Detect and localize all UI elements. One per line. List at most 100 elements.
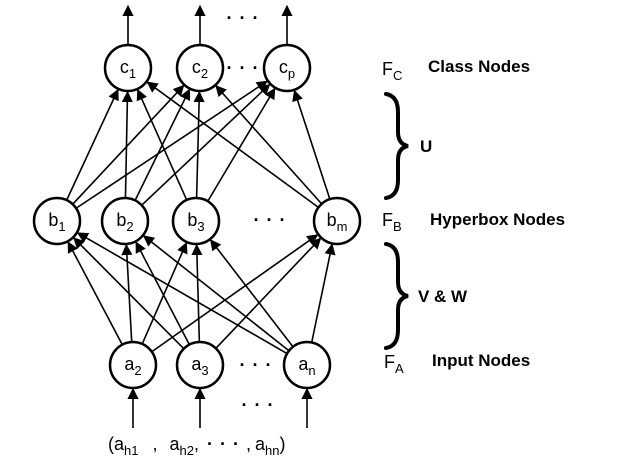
edge-a2-b4 — [215, 237, 322, 349]
edge-b1-c1 — [65, 88, 119, 201]
node-subscript: 2 — [126, 219, 133, 234]
node-label: b — [327, 210, 337, 230]
node-label: b — [187, 210, 197, 230]
edge-a3-b3 — [209, 239, 294, 348]
layer-symbol: F — [382, 59, 393, 79]
input-vector-ellipsis: · · · — [207, 434, 240, 454]
output-arrows — [122, 4, 293, 45]
edge-b4-c3 — [292, 89, 331, 200]
layer-name: Class Nodes — [428, 57, 530, 76]
edge-b2-c1 — [121, 90, 133, 199]
input-node-an: an — [282, 340, 332, 390]
svg-text:an: an — [298, 354, 315, 378]
edge-a1-b3 — [141, 241, 188, 345]
edge-a2-b1 — [73, 237, 185, 350]
input-layer-ellipsis: · · · — [240, 355, 273, 375]
input-vector-sep-2: , — [194, 434, 199, 454]
node-subscript: 2 — [134, 363, 141, 378]
edge-a3-b4 — [310, 243, 336, 343]
input-layer-label: FA Input Nodes — [384, 351, 530, 376]
svg-text:FC: FC — [382, 59, 402, 83]
input-node-a3: a3 — [175, 340, 225, 390]
svg-text:c2: c2 — [192, 57, 208, 81]
hyperbox-node-b2: b2 — [100, 196, 150, 246]
input-vector-item-1-sub: h1 — [124, 443, 138, 458]
layer-symbol-subscript: B — [393, 219, 402, 234]
output-ellipsis: · · · — [227, 8, 260, 28]
class-layer-label: FC Class Nodes — [382, 57, 530, 83]
layer-symbol-subscript: C — [393, 68, 402, 83]
node-subscript: 1 — [129, 66, 136, 81]
lower-brace — [384, 242, 409, 350]
lower-weight-label: V & W — [418, 287, 468, 306]
layer-name: Input Nodes — [432, 351, 530, 370]
input-vector-item-1: a — [114, 434, 125, 454]
edge-a1-b4 — [151, 234, 319, 353]
edge-a1-b1 — [67, 241, 123, 346]
input-vector-sep-1: , — [152, 434, 157, 454]
layer-name: Hyperbox Nodes — [430, 210, 565, 229]
edge-a2-b3 — [191, 243, 203, 343]
layer-symbol: F — [382, 210, 393, 230]
input-vector-item-3-sub: hn — [265, 443, 279, 458]
input-vector-sep-3: , — [246, 434, 251, 454]
class-node-c2: c2 — [175, 43, 225, 93]
edge-b4-c1 — [146, 81, 319, 209]
node-label: a — [124, 354, 135, 374]
input-vector-item-2-sub: h2 — [180, 443, 194, 458]
node-label: c — [192, 57, 201, 77]
node-subscript: 3 — [201, 363, 208, 378]
node-subscript: 1 — [58, 219, 65, 234]
svg-text:FA: FA — [384, 352, 404, 376]
input-node-a2: a2 — [108, 340, 158, 390]
node-subscript: p — [288, 66, 295, 81]
input-vector-open: ( — [108, 434, 114, 454]
node-label: a — [191, 354, 202, 374]
edge-a3-b2 — [142, 235, 290, 352]
hyperbox-node-b1: b1 — [32, 196, 82, 246]
edge-b2-c3 — [141, 83, 271, 206]
node-label: b — [48, 210, 58, 230]
connections-hyperbox-to-class — [65, 80, 331, 209]
input-vector-item-3: a — [255, 434, 266, 454]
node-subscript: m — [337, 219, 348, 234]
class-node-c1: c1 — [103, 43, 153, 93]
svg-text:c1: c1 — [120, 57, 136, 81]
edge-b3-c2 — [193, 90, 205, 199]
node-label: c — [120, 57, 129, 77]
node-label: a — [298, 354, 309, 374]
svg-text:b3: b3 — [187, 210, 204, 234]
node-subscript: 3 — [197, 219, 204, 234]
node-subscript: n — [308, 363, 315, 378]
svg-text:FB: FB — [382, 210, 402, 234]
layer-symbol: F — [384, 352, 395, 372]
edge-a2-b2 — [135, 241, 191, 345]
upper-weight-label: U — [420, 137, 432, 156]
node-subscript: 2 — [201, 66, 208, 81]
upper-brace — [384, 92, 409, 200]
input-arrows — [127, 387, 313, 428]
svg-text:a3: a3 — [191, 354, 208, 378]
hyperbox-layer-ellipsis: · · · — [254, 210, 287, 230]
edge-b3-c3 — [207, 87, 276, 202]
hyperbox-node-bm: bm — [312, 196, 362, 246]
input-arrow-ellipsis: · · · — [242, 395, 275, 415]
class-layer-ellipsis: · · · — [227, 58, 260, 78]
svg-text:cp: cp — [279, 57, 295, 81]
edge-a3-b1 — [76, 232, 288, 355]
node-label: b — [116, 210, 126, 230]
connections-input-to-hyperbox — [67, 232, 336, 355]
edge-b4-c2 — [215, 85, 323, 205]
class-node-cp: cp — [262, 43, 312, 93]
hyperbox-node-b3: b3 — [171, 196, 221, 246]
hyperbox-layer-label: FB Hyperbox Nodes — [382, 210, 565, 234]
node-label: c — [279, 57, 288, 77]
layer-symbol-subscript: A — [395, 361, 404, 376]
input-vector-close: ) — [279, 434, 285, 454]
svg-text:bm: bm — [327, 210, 348, 234]
input-vector-item-2: a — [170, 434, 181, 454]
svg-text:b1: b1 — [48, 210, 65, 234]
svg-text:a2: a2 — [124, 354, 141, 378]
edge-b1-c2 — [72, 84, 185, 205]
